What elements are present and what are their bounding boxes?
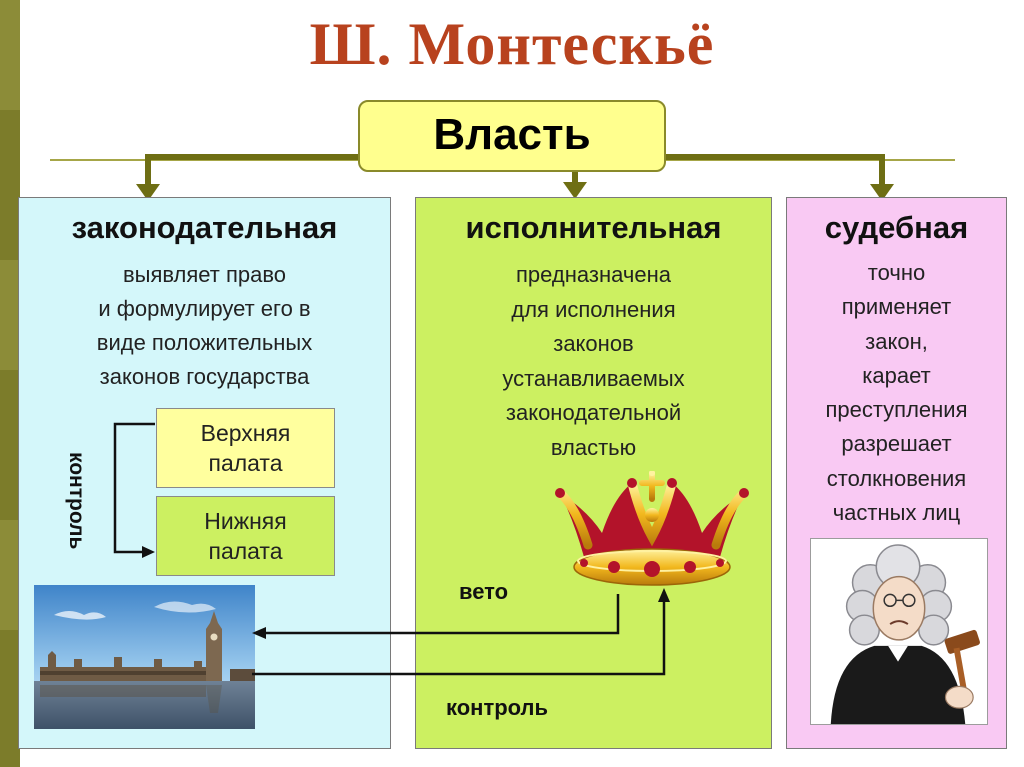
lower-chamber: Нижняя палата: [156, 496, 335, 576]
chamber-label: палата: [208, 538, 283, 564]
judicial-title: судебная: [824, 210, 969, 245]
text-line: властью: [550, 434, 637, 460]
page-title: Ш. Монтескьё: [309, 11, 715, 77]
legislative-description: выявляет право и формулирует его в виде …: [19, 258, 390, 394]
text-line: применяет: [841, 294, 952, 320]
chamber-control-label: контроль: [65, 451, 88, 550]
text-line: закон,: [865, 328, 928, 354]
judicial-column: судебная точно применяет закон, карает п…: [786, 197, 1007, 749]
chamber-label: палата: [208, 450, 283, 476]
executive-description: предназначена для исполнения законов уст…: [416, 258, 771, 465]
text-line: разрешает: [841, 431, 952, 457]
text-line: устанавливаемых: [502, 365, 685, 391]
veto-label: вето: [459, 579, 509, 604]
text-line: законов: [553, 331, 634, 356]
legislative-title: законодательная: [71, 210, 338, 245]
judicial-description: точно применяет закон, карает преступлен…: [787, 256, 1006, 530]
stripe-segment: [0, 520, 20, 630]
executive-control-label: контроль: [446, 695, 549, 720]
crown-image: [555, 471, 749, 586]
text-line: столкновения: [826, 465, 967, 491]
text-line: законов государства: [99, 364, 310, 389]
executive-column: исполнительная предназначена для исполне…: [415, 197, 772, 749]
text-line: предназначена: [516, 262, 671, 287]
upper-chamber: Верхняя палата: [156, 408, 335, 488]
parliament-building-image: [34, 585, 255, 729]
chamber-label: Нижняя: [204, 508, 287, 534]
judge-image: [810, 538, 988, 725]
text-line: виде положительных: [96, 330, 313, 355]
text-line: для исполнения: [511, 296, 676, 322]
stripe-segment: [0, 260, 20, 370]
stripe-segment: [0, 0, 20, 110]
side-stripe: [0, 0, 20, 767]
text-line: точно: [867, 260, 926, 285]
text-line: законодательной: [505, 400, 682, 425]
text-line: и формулирует его в: [98, 296, 311, 321]
text-line: частных лиц: [832, 500, 961, 526]
chamber-label: Верхняя: [200, 420, 291, 446]
text-line: выявляет право: [122, 262, 287, 287]
text-line: преступления: [825, 397, 968, 423]
legislative-column: законодательная выявляет право и формули…: [18, 197, 391, 749]
text-line: карает: [862, 362, 931, 388]
executive-title: исполнительная: [465, 210, 722, 245]
power-box: Власть: [358, 100, 666, 172]
